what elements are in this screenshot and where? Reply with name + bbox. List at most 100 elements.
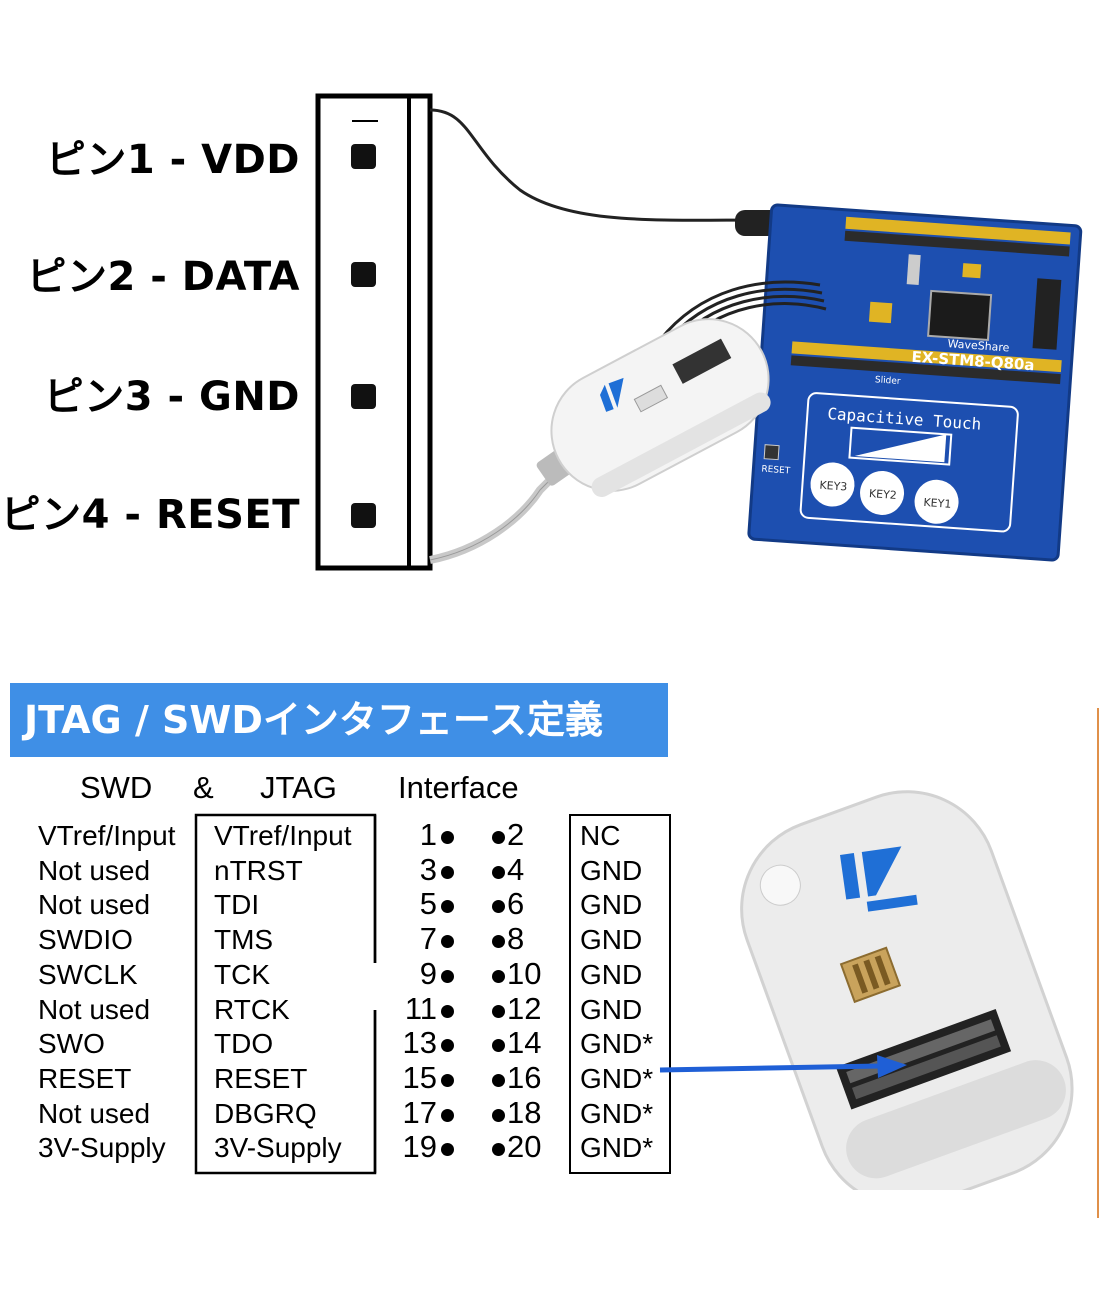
signal-cell: GND (580, 958, 643, 990)
board-reset: RESET (761, 465, 791, 477)
jtag-cell: TMS (214, 924, 274, 956)
pin-odd: 15 (402, 1059, 437, 1095)
pin-odd: 3 (419, 851, 437, 887)
pin-even: 12 (507, 990, 542, 1026)
board-key-2: KEY2 (869, 487, 898, 502)
pin-dot-even (492, 969, 505, 983)
pin-label-2: ピン2 - DATA (26, 254, 300, 300)
signal-cell: GND* (580, 1028, 654, 1060)
pin-odd: 7 (419, 921, 437, 957)
pin-dot-even (492, 1143, 505, 1157)
swd-cell: SWDIO (38, 924, 133, 956)
pin-dot-odd (441, 1039, 454, 1053)
jtag-cell: DBGRQ (214, 1097, 317, 1129)
board-key-3: KEY3 (819, 479, 848, 494)
header-jtag: JTAG (260, 770, 337, 805)
swd-cell: Not used (38, 854, 151, 886)
signal-cell: NC (580, 820, 621, 851)
pin-dot-odd (441, 1073, 454, 1087)
pin-even: 20 (507, 1129, 542, 1165)
jtag-cell: RTCK (214, 993, 290, 1025)
pin-dot-even (492, 935, 505, 949)
header-interface: Interface (398, 770, 519, 805)
pin-dot-odd (441, 831, 454, 844)
pin-even: 2 (507, 817, 525, 852)
pin-odd: 17 (402, 1094, 437, 1130)
signal-cell: GND (580, 889, 643, 921)
swd-cell: VTref/Input (38, 820, 176, 851)
pin-odd: 1 (419, 817, 437, 852)
swd-cell: SWO (38, 1028, 105, 1060)
header-swd: SWD (80, 770, 153, 805)
header-cable-top (429, 108, 761, 222)
swd-cell: RESET (38, 1062, 132, 1094)
swd-cell: Not used (38, 889, 151, 921)
board-key-1: KEY1 (923, 496, 952, 511)
pin-1 (351, 144, 376, 169)
jtag-cell: TDI (214, 889, 260, 921)
pin-odd: 5 (419, 886, 437, 922)
pin-even: 10 (507, 955, 542, 991)
pin-label-1: ピン1 - VDD (45, 137, 300, 183)
pin-dot-even (492, 1039, 505, 1053)
jtag-cell: nTRST (214, 854, 303, 886)
pin-dot-odd (441, 865, 454, 879)
pin-odd: 19 (402, 1129, 437, 1165)
programmer-device (550, 318, 771, 497)
signal-cell: GND (580, 993, 643, 1025)
pin-dot-odd (441, 1004, 454, 1018)
swd-cell: 3V-Supply (38, 1132, 166, 1164)
pin-dot-even (492, 1073, 505, 1087)
pin-dot-even (492, 831, 505, 844)
jtag-cell: VTref/Input (214, 820, 352, 851)
pin-2 (351, 262, 376, 287)
pin-even: 16 (507, 1059, 542, 1095)
signal-cell: GND (580, 924, 643, 956)
pin-dot-odd (441, 969, 454, 983)
pin-dot-odd (441, 1108, 454, 1122)
programmer-closeup (740, 790, 1074, 1190)
jtag-cell: TDO (214, 1028, 274, 1060)
signal-cell: GND* (580, 1132, 654, 1164)
pin-even: 8 (507, 921, 525, 957)
jtag-cell: 3V-Supply (214, 1132, 342, 1164)
jtag-cell: RESET (214, 1062, 308, 1094)
pin-even: 18 (507, 1094, 542, 1130)
pin-dot-even (492, 900, 505, 914)
pin-odd: 11 (404, 990, 437, 1026)
dev-board: Capacitive Touch KEY3 KEY2 KEY1 WaveShar… (747, 203, 1083, 562)
board-brand: WaveShare (947, 337, 1010, 354)
pin-odd: 9 (419, 955, 437, 991)
st-logo-icon (600, 377, 624, 412)
swd-cell: Not used (38, 993, 151, 1025)
signal-cell: GND* (580, 1097, 654, 1129)
pin-dot-odd (441, 935, 454, 949)
pin-even: 14 (507, 1025, 542, 1061)
jtag-cell: TCK (214, 958, 270, 990)
st-logo-icon (840, 846, 918, 912)
arrow-icon (659, 1055, 907, 1078)
usb-cable (429, 467, 563, 564)
pin-4 (351, 503, 376, 528)
pin-dot-even (492, 1108, 505, 1122)
pin-even: 4 (507, 851, 525, 887)
pin-odd: 13 (402, 1025, 437, 1061)
table-frame (194, 813, 671, 1175)
swd-cell: SWCLK (38, 958, 138, 990)
pin-3 (351, 384, 376, 409)
pin-dot-odd (441, 900, 454, 914)
ribbon-wires (658, 280, 821, 341)
pin-even: 6 (507, 886, 525, 922)
header-amp: & (193, 770, 214, 805)
swd-cell: Not used (38, 1097, 151, 1129)
edge-line (1097, 708, 1099, 1218)
pin-header-svg: Capacitive Touch KEY3 KEY2 KEY1 WaveShar… (315, 93, 1083, 571)
signal-cell: GND (580, 854, 643, 886)
pin-dot-odd (441, 1143, 454, 1157)
pin-dot-even (492, 865, 505, 879)
pin-dot-even (492, 1004, 505, 1018)
signal-cell: GND* (580, 1062, 654, 1094)
pin-label-3: ピン3 - GND (43, 374, 300, 420)
section-title-banner: JTAG / SWDインタフェース定義 (10, 683, 668, 757)
connector-body (315, 93, 433, 571)
